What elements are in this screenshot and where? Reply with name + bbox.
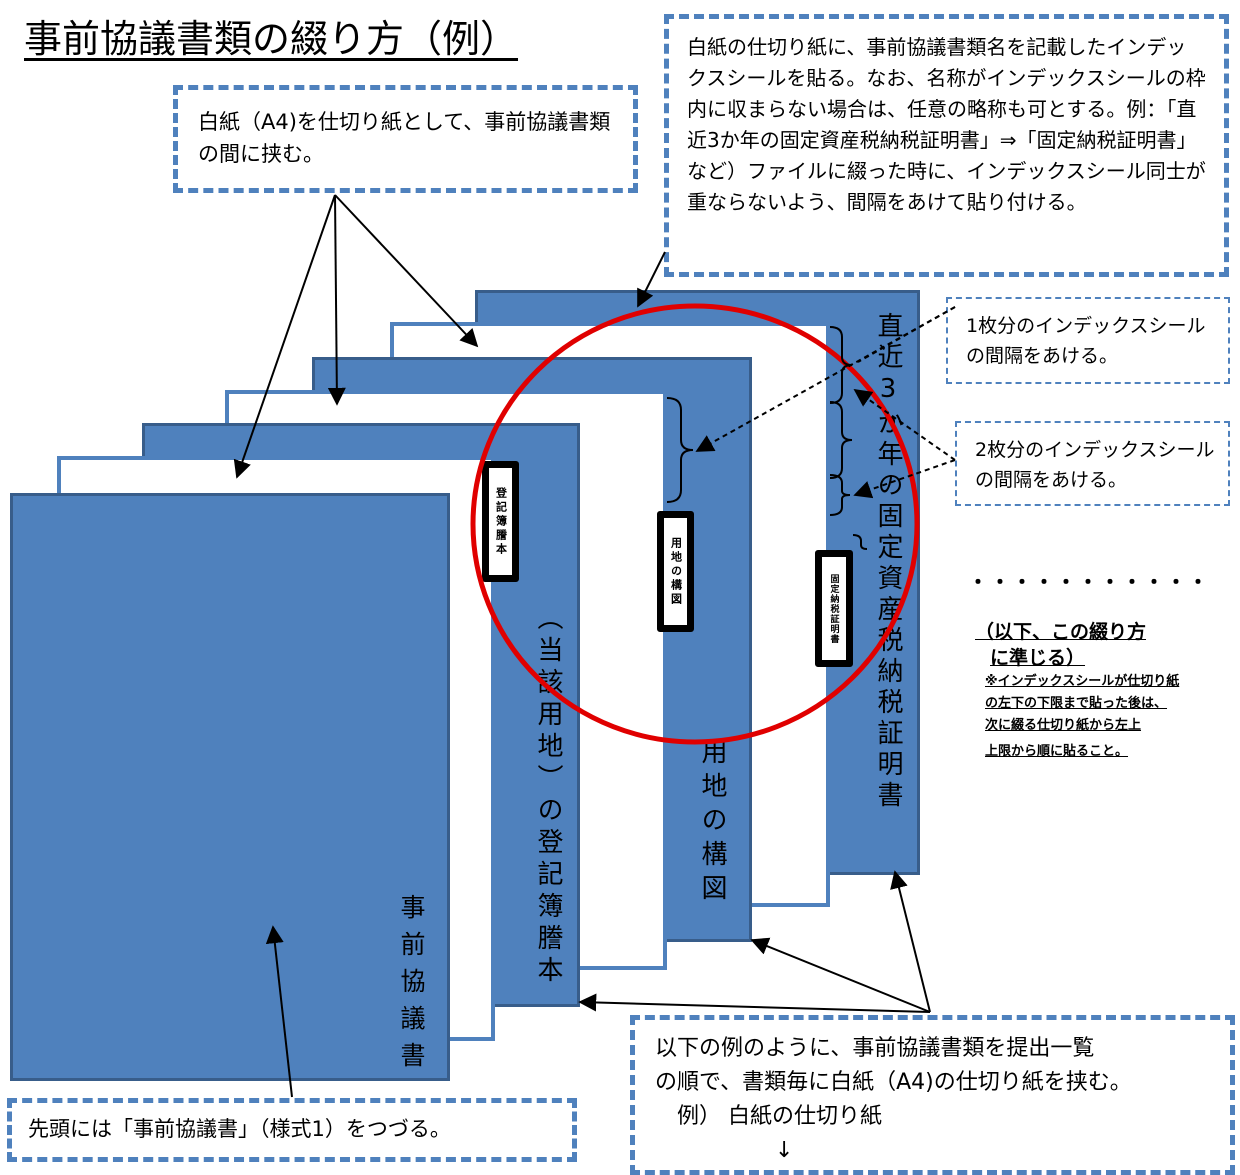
callout-order-line4: ↓ (775, 1138, 794, 1163)
page-title: 事前協議書類の綴り方（例） (24, 17, 519, 61)
sheet-label-front: 事前協議書 (397, 894, 426, 1079)
callout-head-document: 先頭には「事前協議書」（様式1）をつづる。 (7, 1098, 577, 1162)
note-line-6: 上限から順に貼ること。 (985, 744, 1129, 759)
sheet-label-layout: 用地の構図 (697, 738, 727, 908)
callout-gap-one-text: 1枚分のインデックスシールの間隔をあける。 (966, 315, 1206, 367)
index-tab-layout: 用地の構図 (657, 511, 694, 632)
callout-order-line3: 例） 白紙の仕切り紙 (677, 1104, 882, 1129)
callout-head-text: 先頭には「事前協議書」（様式1）をつづる。 (28, 1117, 451, 1141)
arrow-order-to-tax (890, 870, 931, 1013)
callout-index-seal-text: 白紙の仕切り紙に、事前協議書類名を記載したインデックスシールを貼る。なお、名称が… (687, 35, 1206, 214)
arrow-order-to-registry (578, 993, 931, 1013)
sheet-label-registry: （当該用地）の登記簿謄本 (533, 604, 563, 988)
note-line-3: ※インデックスシールが仕切り紙 (985, 674, 1180, 689)
continuation-dots: ・・・・・・・・・・・ (968, 570, 1210, 594)
note-line-5: 次に綴る仕切り紙から左上 (985, 718, 1142, 733)
note-line-1: （以下、この綴り方 (975, 621, 1147, 643)
callout-gap-one: 1枚分のインデックスシールの間隔をあける。 (946, 297, 1230, 384)
note-line-2: に準じる） (990, 647, 1086, 669)
sheet-front-prior-consultation (10, 493, 450, 1081)
index-tab-tax: 固定納税証明書 (815, 550, 853, 667)
index-tab-registry: 登記簿謄本 (482, 461, 519, 582)
callout-order: 以下の例のように、事前協議書類を提出一覧 の順で、書類毎に白紙（A4)の仕切り紙… (630, 1015, 1235, 1175)
sheet-label-tax: 直近3か年の固定資産税納税証明書 (873, 312, 903, 812)
callout-order-line2: の順で、書類毎に白紙（A4)の仕切り紙を挟む。 (655, 1070, 1132, 1095)
arrow-order-to-layout (750, 937, 931, 1013)
callout-gap-two-text: 2枚分のインデックスシールの間隔をあける。 (975, 439, 1215, 491)
callout-blank-paper: 白紙（A4)を仕切り紙として、事前協議書類の間に挟む。 (173, 85, 638, 193)
callout-blank-paper-text: 白紙（A4)を仕切り紙として、事前協議書類の間に挟む。 (198, 110, 611, 166)
callout-order-line1: 以下の例のように、事前協議書類を提出一覧 (655, 1036, 1095, 1061)
callout-index-seal: 白紙の仕切り紙に、事前協議書類名を記載したインデックスシールを貼る。なお、名称が… (664, 14, 1229, 277)
callout-gap-two: 2枚分のインデックスシールの間隔をあける。 (955, 421, 1230, 506)
note-line-4: の左下の下限まで貼った後は、 (985, 696, 1168, 711)
